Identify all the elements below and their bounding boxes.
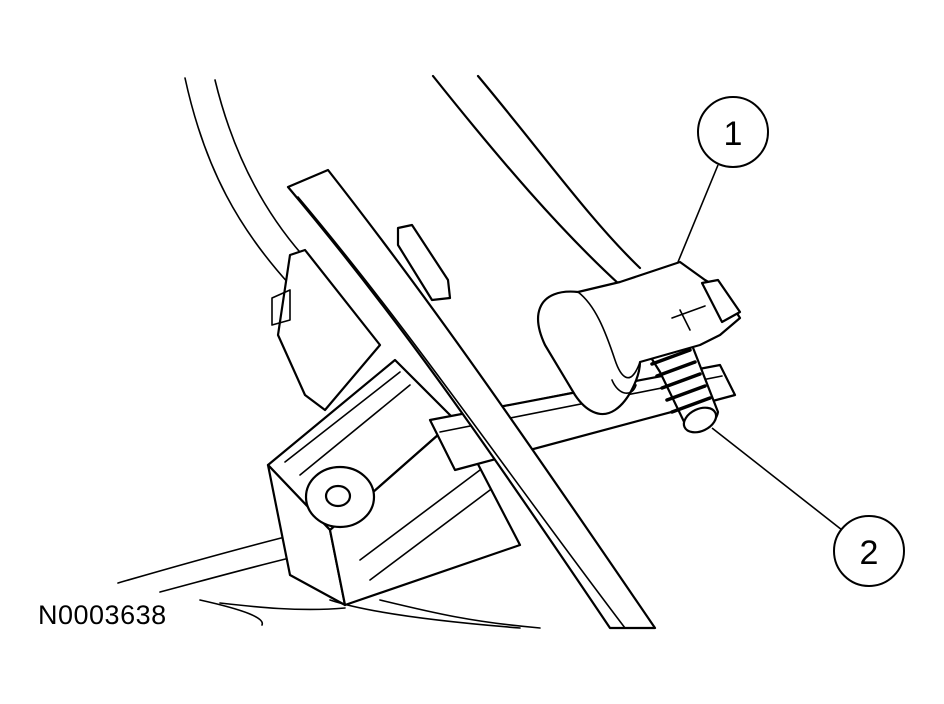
diagonal-bar — [286, 168, 657, 630]
callout-2-leader — [711, 427, 843, 531]
upper-bracket — [271, 223, 452, 412]
figure-id-label: N0003638 — [38, 600, 167, 630]
callout-2-circle — [833, 515, 905, 587]
cable — [431, 74, 642, 287]
callout-2: 2 — [711, 427, 905, 587]
cable-clip — [536, 260, 742, 416]
callout-2-number: 2 — [860, 534, 879, 572]
callout-1: 1 — [677, 96, 769, 263]
callout-1-leader — [677, 164, 719, 263]
mounting-hole-inner — [324, 484, 352, 508]
callout-1-number: 1 — [724, 115, 743, 153]
threaded-stud — [648, 338, 720, 434]
background-curve-lines — [184, 77, 306, 286]
callout-1-circle — [697, 96, 769, 168]
mounting-bracket — [266, 358, 522, 607]
